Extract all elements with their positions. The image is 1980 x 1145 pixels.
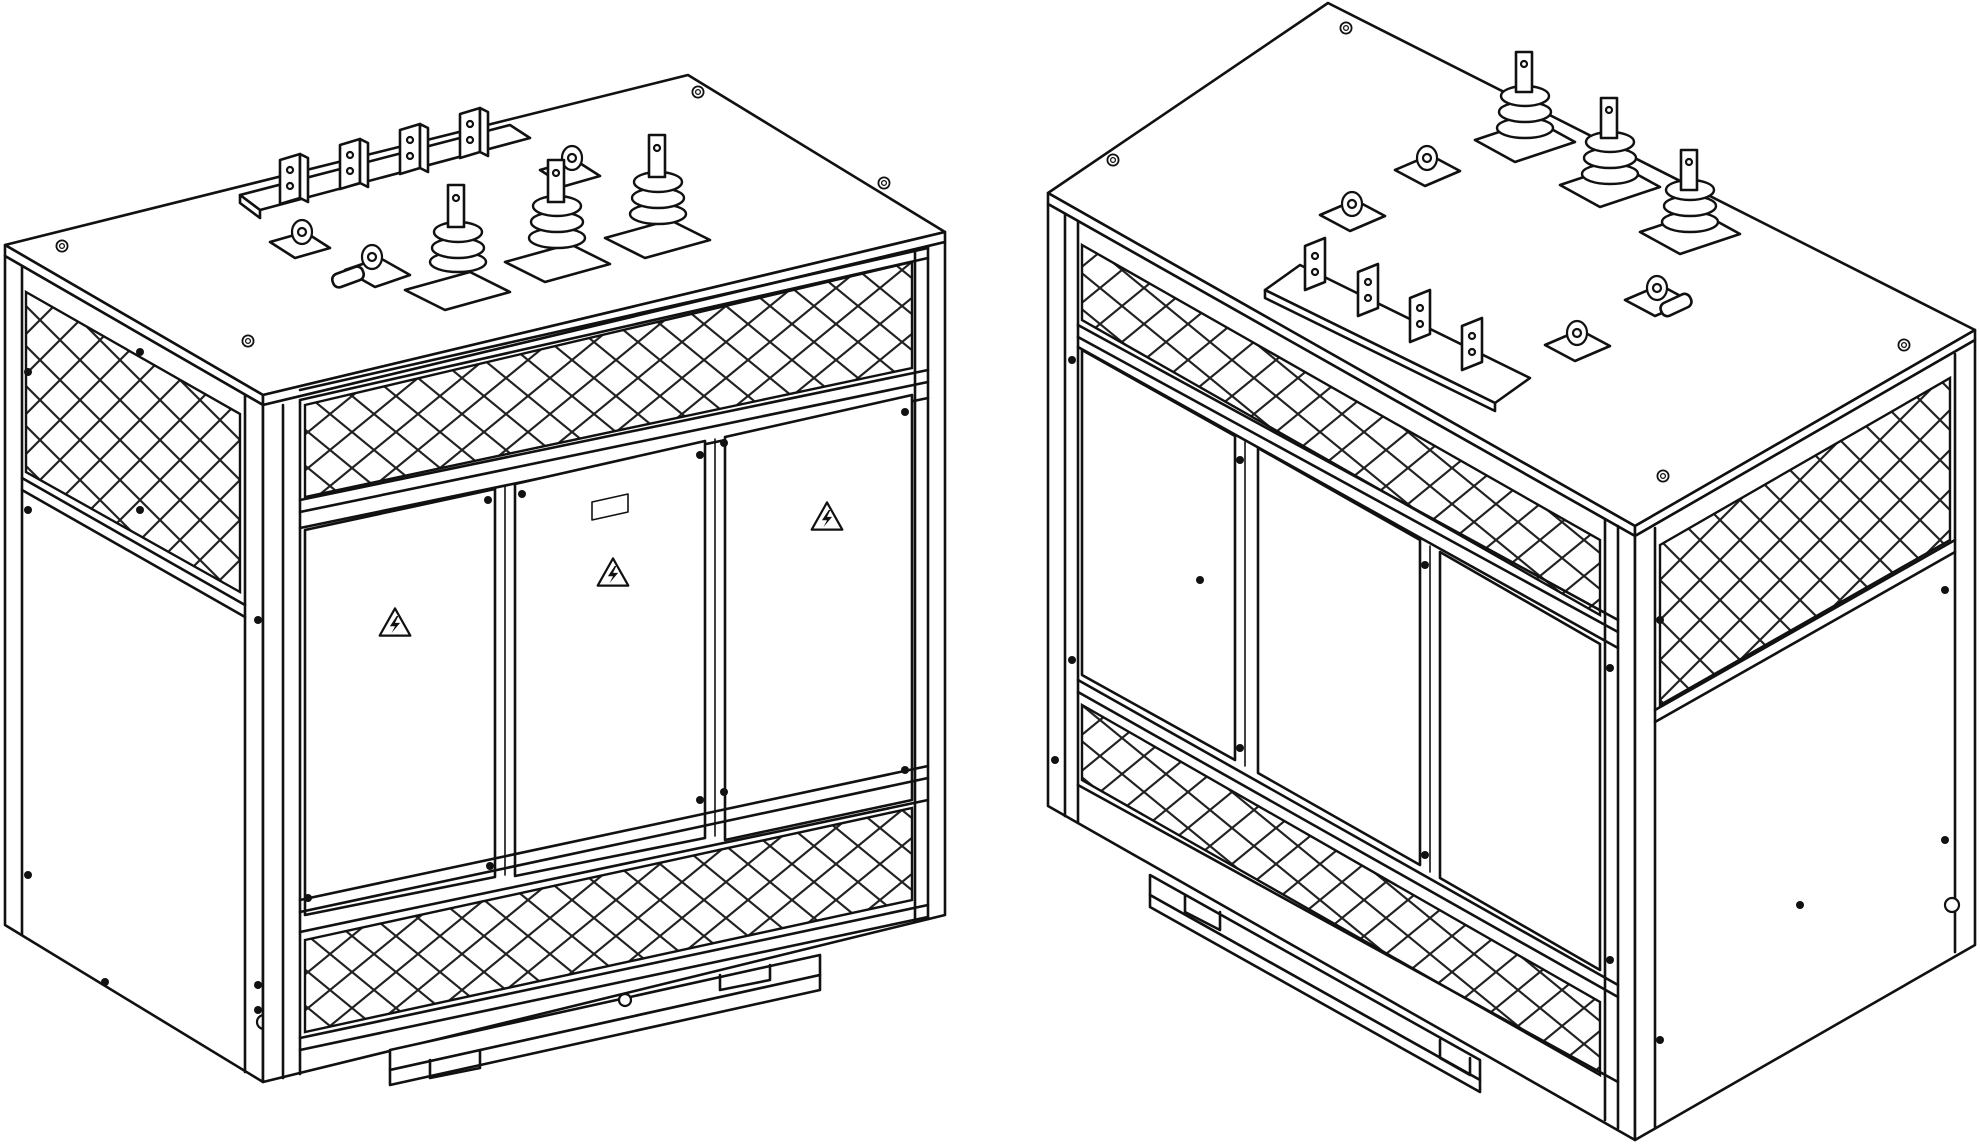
bushing-insulator-icon [503, 158, 612, 284]
lifting-eye-icon [55, 239, 69, 253]
terminal-pad [330, 243, 412, 289]
side-mesh [1658, 375, 1952, 708]
busbar-terminal-assembly [1263, 236, 1532, 413]
lifting-eye-icon [691, 85, 705, 99]
upper-ventilation-mesh [303, 260, 914, 499]
door-panel-center [1256, 446, 1422, 867]
bushing-insulator-icon [403, 183, 512, 312]
terminal-pad [1393, 144, 1462, 188]
lifting-eye-icon [1656, 469, 1670, 483]
lifting-eye-icon [1897, 338, 1911, 352]
busbar-terminal-assembly [238, 106, 532, 220]
busbar-terminal-icon [1356, 262, 1380, 318]
lower-ventilation-mesh [303, 806, 914, 1034]
busbar-terminal-icon [458, 106, 490, 160]
busbar-terminal-icon [398, 122, 430, 176]
upper-ventilation-mesh [1080, 242, 1602, 618]
door-panel-left [303, 487, 497, 917]
door-panel-right [1438, 550, 1602, 972]
busbar-terminal-icon [1408, 288, 1432, 344]
bushing-insulator-icon [1638, 148, 1742, 256]
lifting-eye-icon [877, 176, 891, 190]
transformer-rear-right-view [1046, 1, 1977, 1142]
bushing-insulator-icon [603, 133, 712, 260]
door-panel-right [723, 393, 914, 842]
terminal-pad [268, 218, 332, 260]
bushing-insulator-icon [1473, 50, 1577, 164]
lifting-eye-icon [1106, 153, 1120, 167]
busbar-terminal-icon [338, 137, 370, 191]
door-panel-left [1080, 348, 1237, 762]
door-panel-center [513, 439, 707, 878]
lifting-eye-icon [241, 334, 255, 348]
lifting-eye-icon [1339, 21, 1353, 35]
busbar-terminal-icon [278, 152, 310, 206]
lower-ventilation-mesh [1080, 702, 1602, 1078]
busbar-terminal-icon [1303, 236, 1327, 292]
busbar-terminal-icon [1460, 316, 1484, 372]
bushing-insulator-icon [1558, 96, 1662, 209]
terminal-pad [1623, 274, 1693, 318]
terminal-pad [1543, 319, 1612, 363]
terminal-pad [1318, 190, 1387, 233]
transformer-front-left-view [3, 73, 947, 1087]
base-skid [1148, 873, 1482, 1094]
base-skid [388, 953, 822, 1087]
nameplate [591, 493, 629, 521]
left-side-mesh [24, 289, 242, 595]
